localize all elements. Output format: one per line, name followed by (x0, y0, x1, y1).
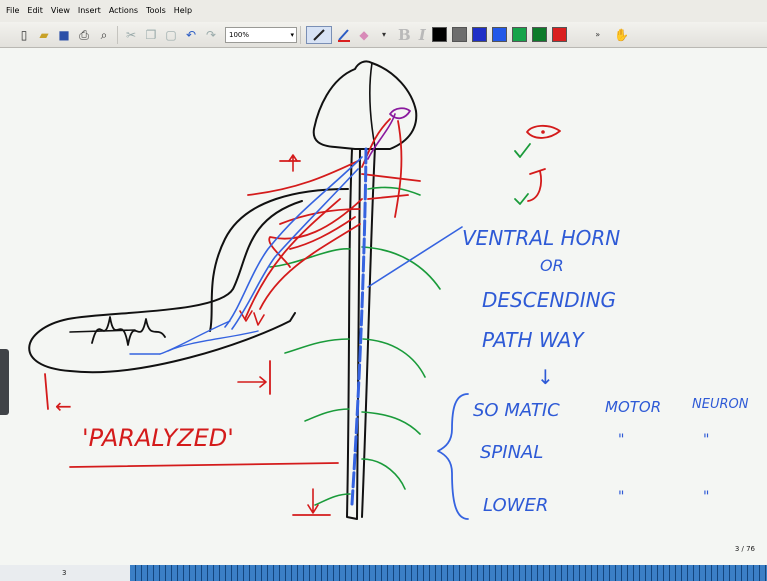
zoom-select[interactable]: 100% ▾ (225, 27, 297, 43)
sidebar-toggle-handle[interactable] (0, 349, 9, 415)
ditto-2-text: " (703, 432, 709, 448)
new-page-icon[interactable]: ▯ (16, 27, 32, 43)
page-indicator: 3 / 76 (735, 545, 755, 553)
ditto-3-text: " (618, 489, 624, 505)
ventral-horn-text: VENTRAL HORN (462, 226, 620, 250)
left-arrow-text: ← (55, 394, 72, 418)
ditto-4-text: " (703, 489, 709, 505)
toolbar-divider (300, 26, 301, 44)
color-swatch-black[interactable] (432, 27, 447, 42)
color-swatch-navy[interactable] (472, 27, 487, 42)
chevron-down-icon: ▾ (290, 28, 294, 42)
overflow-chevron-icon[interactable]: » (590, 27, 606, 43)
menu-insert[interactable]: Insert (74, 0, 105, 22)
cut-icon[interactable]: ✂ (123, 27, 139, 43)
color-swatch-blue[interactable] (492, 27, 507, 42)
spinal-text: SPINAL (480, 442, 543, 463)
pen-icon (311, 28, 327, 42)
zoom-value: 100% (229, 31, 249, 39)
copy-icon[interactable]: ❐ (143, 27, 159, 43)
color-swatch-dark-green[interactable] (532, 27, 547, 42)
toolbar: ▯ ▰ ■ ⎙ ⌕ ✂ ❐ ▢ ↶ ↷ 100% ▾ ◆ ▾ B I » ✋ (0, 22, 767, 48)
open-folder-icon[interactable]: ▰ (36, 27, 52, 43)
color-swatch-gray[interactable] (452, 27, 467, 42)
neuron-text: NEURON (692, 397, 749, 412)
undo-icon[interactable]: ↶ (183, 27, 199, 43)
menu-bar: File Edit View Insert Actions Tools Help (0, 0, 767, 22)
hand-pan-icon[interactable]: ✋ (614, 27, 630, 43)
drawing-layer: VENTRAL HORN OR DESCENDING PATH WAY ↓ SO… (0, 49, 767, 565)
menu-view[interactable]: View (47, 0, 74, 22)
lower-text: LOWER (483, 495, 548, 516)
page-thumbnails[interactable] (130, 565, 767, 581)
color-swatch-red[interactable] (552, 27, 567, 42)
page-navigation-strip[interactable]: 3 (0, 565, 767, 581)
or-text: OR (540, 256, 564, 275)
italic-icon[interactable]: I (419, 26, 426, 44)
color-swatch-green[interactable] (512, 27, 527, 42)
chevron-down-icon[interactable]: ▾ (376, 27, 392, 43)
menu-tools[interactable]: Tools (142, 0, 170, 22)
bold-icon[interactable]: B (398, 26, 411, 44)
toolbar-divider (117, 26, 118, 44)
ditto-1-text: " (618, 432, 624, 448)
menu-actions[interactable]: Actions (105, 0, 142, 22)
menu-help[interactable]: Help (170, 0, 196, 22)
paste-icon[interactable]: ▢ (163, 27, 179, 43)
redo-icon[interactable]: ↷ (203, 27, 219, 43)
highlighter-icon[interactable] (336, 27, 352, 43)
save-icon[interactable]: ■ (56, 27, 72, 43)
find-icon[interactable]: ⌕ (96, 27, 112, 43)
motor-text: MOTOR (605, 398, 661, 416)
menu-edit[interactable]: Edit (23, 0, 47, 22)
somatic-text: SO MATIC (473, 400, 560, 421)
pen-tool-button[interactable] (306, 26, 332, 44)
pathway-text: PATH WAY (482, 328, 585, 352)
menu-file[interactable]: File (2, 0, 23, 22)
eraser-icon[interactable]: ◆ (356, 27, 372, 43)
descending-text: DESCENDING (482, 288, 616, 312)
down-arrow-text: ↓ (537, 365, 554, 389)
current-page-label: 3 (0, 565, 130, 581)
print-icon[interactable]: ⎙ (76, 27, 92, 43)
whiteboard-canvas[interactable]: VENTRAL HORN OR DESCENDING PATH WAY ↓ SO… (0, 49, 767, 565)
paralyzed-text: 'PARALYZED' (82, 424, 234, 452)
